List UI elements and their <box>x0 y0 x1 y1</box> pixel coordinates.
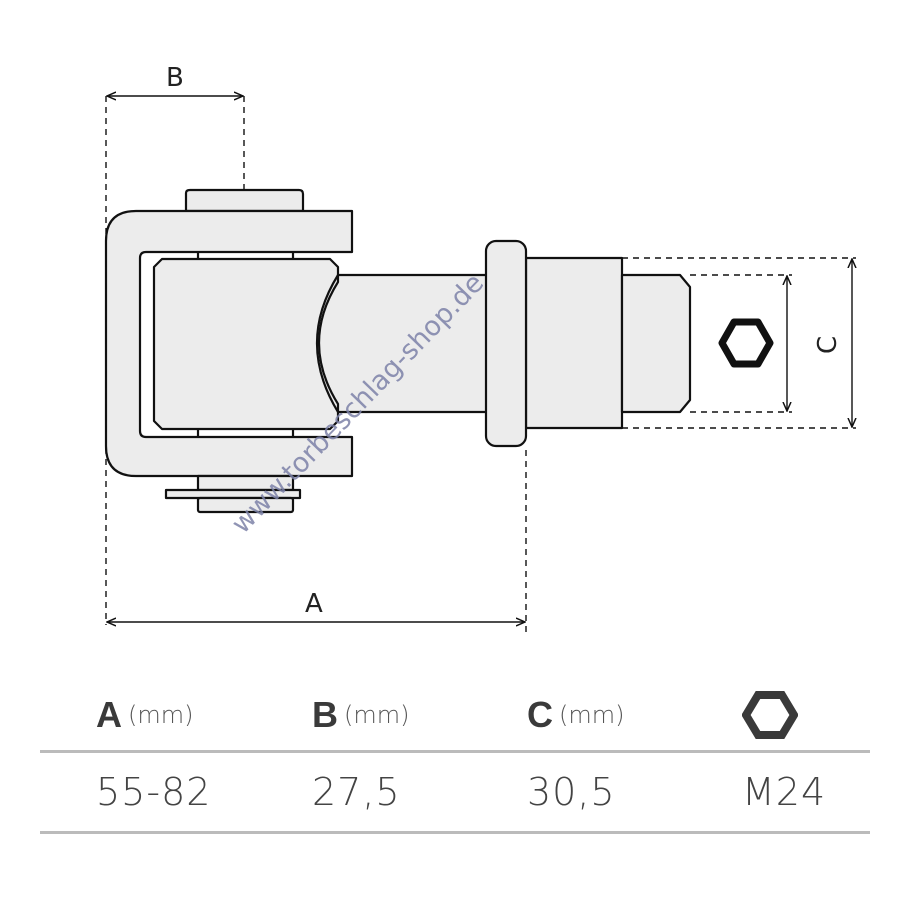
header-b: B(mm) <box>312 680 409 750</box>
table-row: 55-82 27,5 30,5 M24 <box>40 753 870 834</box>
value-b: 27,5 <box>312 770 401 814</box>
flange <box>484 239 528 448</box>
header-unit: (mm) <box>128 701 194 729</box>
value-a: 55-82 <box>96 770 212 814</box>
header-unit: (mm) <box>559 701 625 729</box>
spec-table-header: A(mm) B(mm) C(mm) <box>40 680 870 753</box>
dimension-c-label: C <box>813 336 843 354</box>
header-letter: A <box>96 694 122 735</box>
value-thread: M24 <box>742 770 827 814</box>
top-pin-cap <box>184 188 305 213</box>
hex-nut-icon <box>718 318 774 368</box>
header-letter: C <box>527 694 553 735</box>
dimension-b-label: B <box>166 63 184 93</box>
u-bracket <box>104 209 354 478</box>
value-c: 30,5 <box>527 770 616 814</box>
header-thread <box>742 680 798 750</box>
spec-table: A(mm) B(mm) C(mm) 55-82 27,5 30,5 M24 <box>40 680 870 834</box>
header-c: C(mm) <box>527 680 624 750</box>
header-letter: B <box>312 694 338 735</box>
hexagon-nut-icon <box>742 691 798 739</box>
thread-collar <box>524 256 624 430</box>
header-a: A(mm) <box>96 680 193 750</box>
dimension-a-label: A <box>305 589 323 619</box>
header-unit: (mm) <box>344 701 410 729</box>
knuckle-block <box>152 257 340 431</box>
hinge-technical-drawing: B A C www.torbeschlag-shop.de <box>104 63 900 636</box>
bottom-nut <box>196 496 295 514</box>
nut-end <box>620 273 692 414</box>
